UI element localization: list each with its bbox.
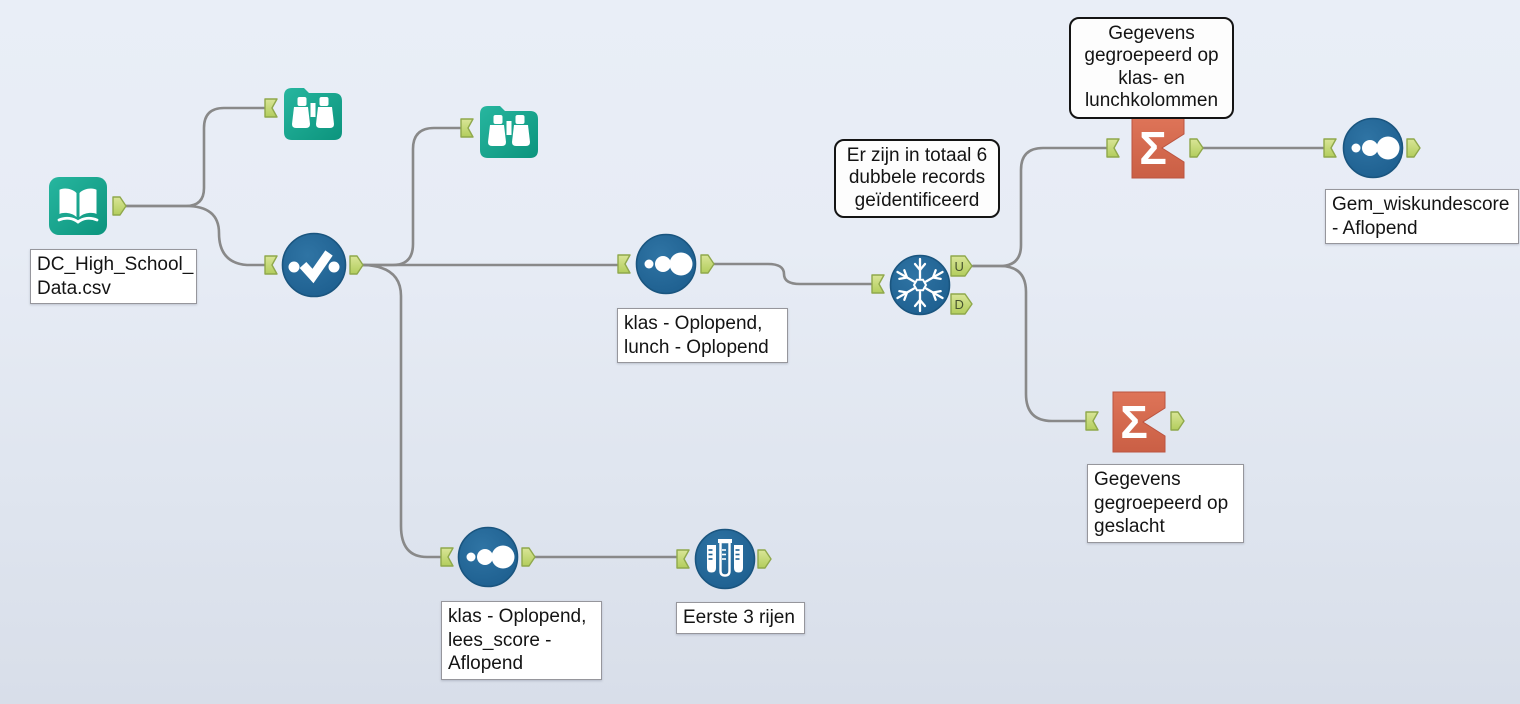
output-anchor[interactable]: [521, 547, 536, 567]
output-anchor[interactable]: [1170, 411, 1185, 431]
sort-tool-topright[interactable]: [1342, 117, 1404, 184]
summarize-tool-bottom[interactable]: Σ: [1105, 390, 1169, 459]
dots-icon: [635, 233, 697, 295]
input-anchor[interactable]: [871, 274, 886, 294]
unique-tool[interactable]: [889, 254, 951, 321]
tool-annotation-sample[interactable]: Eerste 3 rijen: [676, 602, 805, 634]
output-anchor[interactable]: [700, 254, 715, 274]
output-anchor[interactable]: [757, 549, 772, 569]
snowflake-icon: [889, 254, 951, 316]
sample-tool[interactable]: [694, 528, 756, 595]
sort-tool-bottom[interactable]: [457, 526, 519, 593]
unique-output-anchor-u[interactable]: U: [950, 255, 974, 277]
tool-annotation-input[interactable]: DC_High_School_ Data.csv: [30, 249, 197, 305]
dots-icon: [457, 526, 519, 588]
browse-tool-top[interactable]: [282, 80, 344, 147]
input-anchor[interactable]: [264, 255, 279, 275]
unique-output-anchor-d[interactable]: D: [950, 293, 974, 315]
output-anchor[interactable]: [349, 255, 364, 275]
input-anchor[interactable]: [1323, 138, 1338, 158]
book-icon: [49, 177, 107, 235]
svg-text:Σ: Σ: [1139, 122, 1167, 174]
input-anchor[interactable]: [440, 547, 455, 567]
browse-tool-middle[interactable]: [478, 98, 540, 165]
input-data-tool[interactable]: [48, 176, 108, 241]
input-anchor[interactable]: [617, 254, 632, 274]
anchor-letter-d: D: [955, 297, 964, 312]
connection-wire[interactable]: [124, 204, 266, 267]
checkmark-icon: [281, 232, 347, 298]
sigma-icon: Σ: [1112, 391, 1166, 453]
input-anchor[interactable]: [1106, 138, 1121, 158]
test-tubes-icon: [694, 528, 756, 590]
sort-tool-middle[interactable]: [635, 233, 697, 300]
output-anchor[interactable]: [1189, 138, 1204, 158]
input-anchor[interactable]: [1085, 411, 1100, 431]
tool-annotation-summarize-bottom[interactable]: Gegevens gegroepeerd op geslacht: [1087, 464, 1244, 543]
tool-annotation-sort-middle[interactable]: klas - Oplopend, lunch - Oplopend: [617, 308, 788, 364]
sigma-icon: Σ: [1131, 117, 1185, 179]
comment-grouped-klas-lunch[interactable]: Gegevens gegroepeerd op klas- en lunchko…: [1069, 17, 1234, 119]
output-anchor[interactable]: [112, 196, 127, 216]
select-tool[interactable]: [281, 232, 347, 303]
connection-wire[interactable]: [124, 106, 266, 208]
svg-text:Σ: Σ: [1120, 396, 1148, 448]
output-anchor[interactable]: [1406, 138, 1421, 158]
input-anchor[interactable]: [264, 98, 279, 118]
connection-wire[interactable]: [361, 126, 462, 267]
comment-duplicates[interactable]: Er zijn in totaal 6 dubbele records geïd…: [834, 139, 1000, 219]
dots-icon: [1342, 117, 1404, 179]
binoculars-icon: [480, 106, 538, 158]
anchor-letter-u: U: [955, 259, 964, 274]
input-anchor[interactable]: [460, 118, 475, 138]
connection-wire[interactable]: [971, 264, 1087, 423]
summarize-tool-top[interactable]: Σ: [1124, 116, 1188, 185]
connection-wire[interactable]: [971, 146, 1108, 268]
tool-annotation-sort-topright[interactable]: Gem_wiskundescore - Aflopend: [1325, 189, 1519, 245]
tool-annotation-sort-bottom[interactable]: klas - Oplopend, lees_score - Aflopend: [441, 601, 602, 680]
connection-wire[interactable]: [712, 262, 873, 286]
input-anchor[interactable]: [676, 549, 691, 569]
connection-wire[interactable]: [361, 263, 442, 559]
binoculars-icon: [284, 88, 342, 140]
